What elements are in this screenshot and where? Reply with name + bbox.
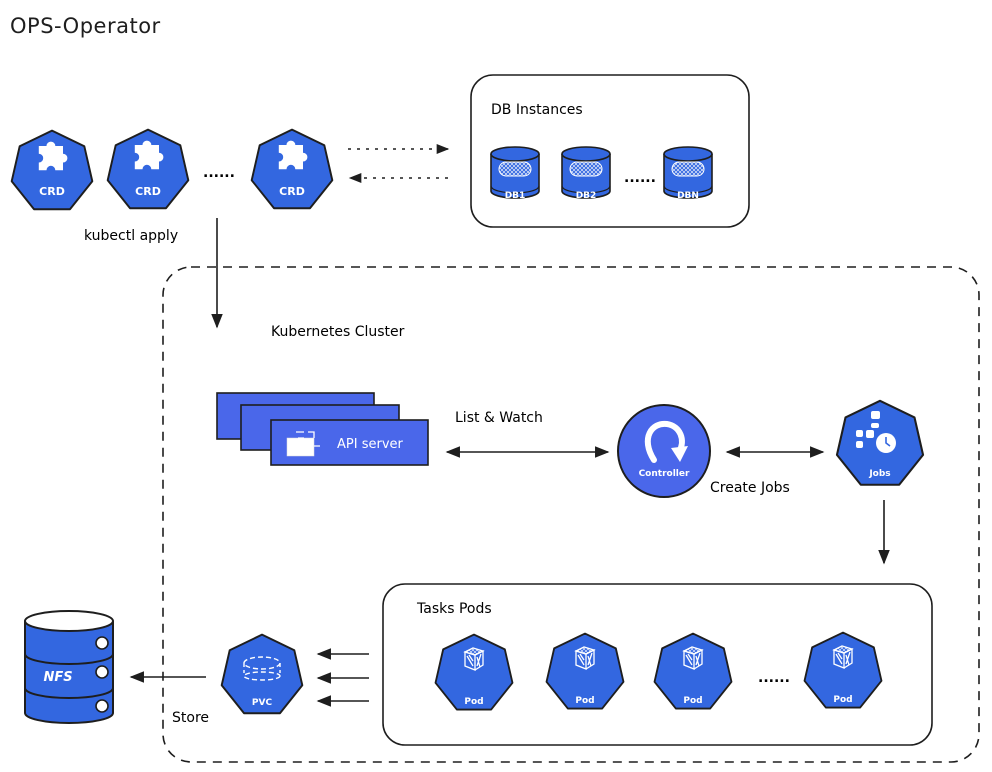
db-ellipsis: ......	[624, 170, 656, 186]
crd-node[interactable]: CRD	[10, 129, 94, 211]
db-cylinder[interactable]: DB2	[561, 146, 611, 201]
pods-ellipsis: ......	[758, 670, 790, 686]
svg-text:Pod: Pod	[575, 696, 594, 706]
nfs-node[interactable]: NFS	[24, 610, 114, 724]
db-instances-box	[470, 74, 750, 228]
tasks-pods-box	[382, 583, 933, 746]
cluster-title: Kubernetes Cluster	[271, 324, 405, 340]
svg-text:DB1: DB1	[505, 191, 526, 201]
pod-node[interactable]: Pod	[653, 632, 733, 710]
server-stack-icon	[95, 636, 109, 713]
folder-icon	[286, 431, 320, 457]
svg-text:CRD: CRD	[135, 185, 161, 198]
jobs-node[interactable]: Jobs	[835, 399, 925, 486]
svg-text:CRD: CRD	[279, 185, 305, 198]
svg-text:Pod: Pod	[833, 695, 852, 705]
store-label: Store	[172, 710, 209, 726]
page-title: OPS-Operator	[10, 14, 161, 38]
pod-node[interactable]: Pod	[803, 631, 883, 709]
svg-text:DBN: DBN	[677, 191, 699, 201]
create-jobs-label: Create Jobs	[710, 480, 790, 496]
crd-ellipsis: ......	[203, 165, 235, 181]
list-watch-label: List & Watch	[455, 410, 543, 426]
svg-text:DB2: DB2	[576, 191, 597, 201]
db-cylinder[interactable]: DB1	[490, 146, 540, 201]
svg-text:CRD: CRD	[39, 185, 65, 198]
kubernetes-cluster-boundary	[162, 266, 980, 763]
refresh-arrow-icon	[645, 420, 688, 463]
kubectl-apply-label: kubectl apply	[84, 228, 178, 244]
controller-node[interactable]: Controller	[617, 404, 711, 498]
pod-node[interactable]: Pod	[545, 632, 625, 710]
svg-text:Controller: Controller	[639, 469, 690, 479]
tasks-pods-title: Tasks Pods	[416, 601, 492, 617]
crd-node[interactable]: CRD	[106, 128, 190, 210]
svg-text:Jobs: Jobs	[868, 469, 890, 479]
jobs-clock-icon	[856, 411, 896, 453]
db-cylinder[interactable]: DBN	[663, 146, 713, 201]
svg-text:NFS: NFS	[43, 670, 72, 685]
volume-icon	[243, 656, 281, 681]
db-instances-title: DB Instances	[491, 102, 583, 118]
svg-text:Pod: Pod	[464, 697, 483, 707]
svg-text:Pod: Pod	[683, 696, 702, 706]
api-server-node[interactable]: API server	[216, 392, 429, 466]
pod-node[interactable]: Pod	[434, 633, 514, 711]
svg-text:PVC: PVC	[252, 698, 273, 708]
crd-node[interactable]: CRD	[250, 128, 334, 210]
pvc-node[interactable]: PVC	[220, 633, 304, 715]
svg-text:API server: API server	[337, 437, 404, 452]
